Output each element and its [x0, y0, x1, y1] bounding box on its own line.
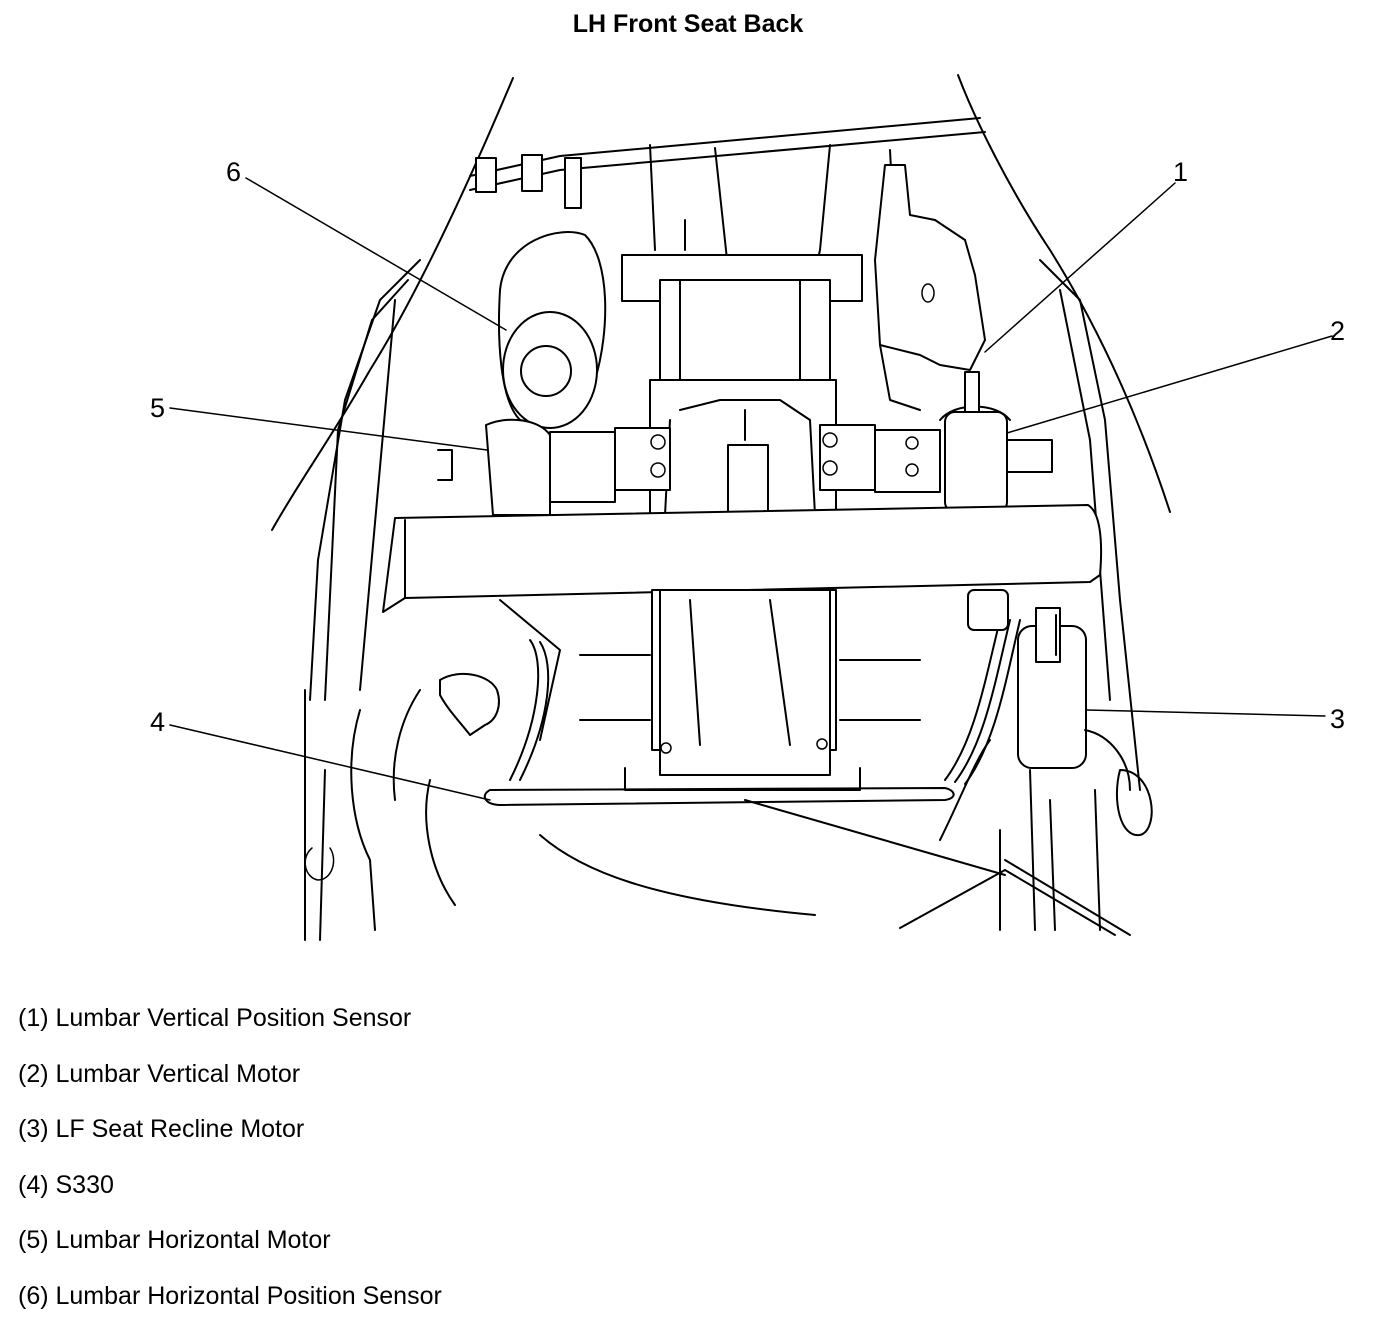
callout-1: 1 [1173, 157, 1188, 187]
callout-6: 6 [226, 157, 241, 187]
legend-item-3: (3) LF Seat Recline Motor [18, 1109, 442, 1165]
callout-5: 5 [150, 393, 165, 423]
lf-seat-recline-motor [1018, 608, 1152, 835]
callout-2: 2 [1330, 316, 1345, 346]
center-frame [650, 380, 836, 515]
legend-item-1: (1) Lumbar Vertical Position Sensor [18, 998, 442, 1054]
legend-item-4: (4) S330 [18, 1165, 442, 1221]
lumbar-horizontal-position-sensor [499, 232, 605, 428]
right-mount-bracket [820, 425, 940, 492]
upper-bracket [622, 255, 862, 380]
seat-back-illustration: 1 2 3 4 5 6 [0, 0, 1376, 960]
callout-3: 3 [1330, 704, 1345, 734]
legend-item-6: (6) Lumbar Horizontal Position Sensor [18, 1276, 442, 1331]
lower-frame [500, 590, 920, 790]
legend-item-5: (5) Lumbar Horizontal Motor [18, 1220, 442, 1276]
legend-item-2: (2) Lumbar Vertical Motor [18, 1054, 442, 1110]
lumbar-vertical-motor [940, 372, 1052, 512]
callout-4: 4 [150, 707, 165, 737]
component-legend: (1) Lumbar Vertical Position Sensor (2) … [18, 998, 442, 1331]
lumbar-horizontal-motor [438, 420, 670, 515]
